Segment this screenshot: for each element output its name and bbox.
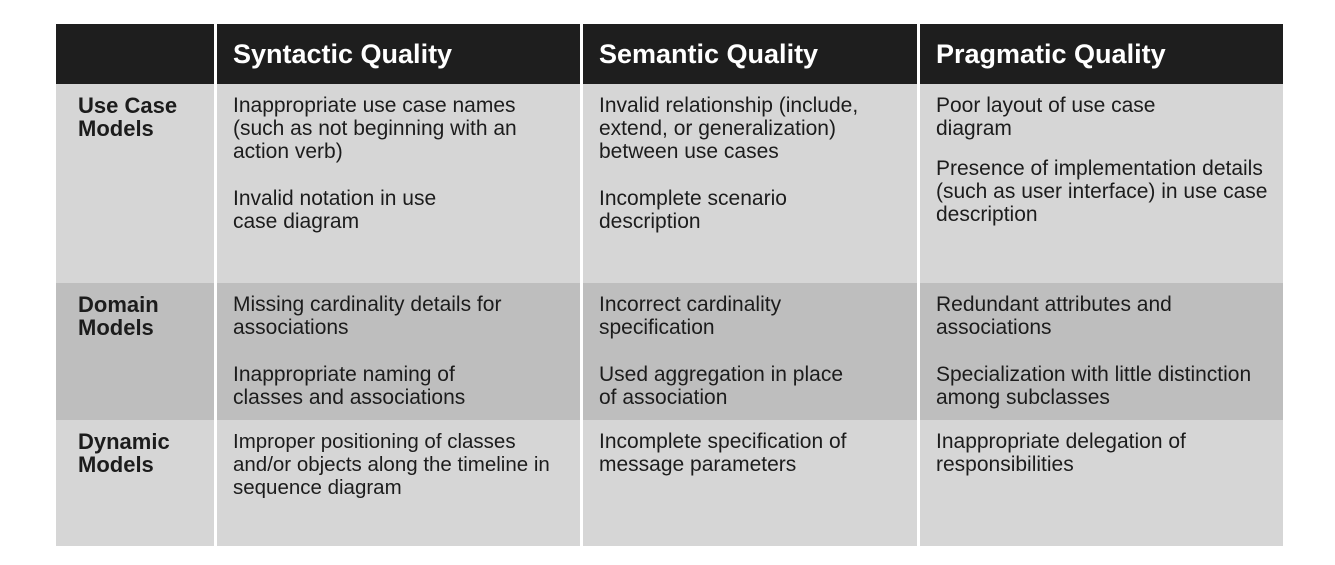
- row-label-line: Models: [78, 315, 154, 340]
- row-label-line: Domain: [78, 292, 159, 317]
- cell-dynamic-semantic: Incomplete specification of message para…: [580, 420, 917, 546]
- table-item: Incomplete specification of message para…: [599, 430, 847, 476]
- row-label-line: Models: [78, 452, 154, 477]
- row-label-line: Dynamic: [78, 429, 170, 454]
- header-semantic-quality: Semantic Quality: [580, 24, 917, 84]
- cell-dynamic-pragmatic: Inappropriate delegation of responsibili…: [917, 420, 1283, 546]
- table-item: Incorrect cardinality specification: [599, 293, 782, 339]
- cell-domain-pragmatic: Redundant attributes and associations Sp…: [917, 283, 1283, 420]
- table-item: Used aggregation in place of association: [599, 363, 844, 409]
- row-label-use-case-models: Use Case Models: [56, 84, 214, 283]
- quality-table: Syntactic Quality Semantic Quality Pragm…: [56, 24, 1283, 546]
- cell-domain-semantic: Incorrect cardinality specification Used…: [580, 283, 917, 420]
- cell-dynamic-syntactic: Improper positioning of classes and/or o…: [214, 420, 580, 546]
- table-item: Invalid relationship (include, extend, o…: [599, 94, 859, 163]
- row-label-line: Models: [78, 116, 154, 141]
- table-item: Incomplete scenario description: [599, 187, 787, 233]
- cell-use-case-pragmatic: Poor layout of use case diagram Presence…: [917, 84, 1283, 283]
- header-corner: [56, 24, 214, 84]
- header-syntactic-quality: Syntactic Quality: [214, 24, 580, 84]
- table-item: Inappropriate delegation of responsibili…: [936, 430, 1186, 476]
- cell-use-case-syntactic: Inappropriate use case names (such as no…: [214, 84, 580, 283]
- table-item: Redundant attributes and associations: [936, 293, 1172, 339]
- row-label-dynamic-models: Dynamic Models: [56, 420, 214, 546]
- table-item: Specialization with little distinction a…: [936, 363, 1252, 409]
- row-label-domain-models: Domain Models: [56, 283, 214, 420]
- table-item: Inappropriate naming of classes and asso…: [233, 363, 466, 409]
- header-pragmatic-quality: Pragmatic Quality: [917, 24, 1283, 84]
- table-item: Inappropriate use case names (such as no…: [233, 94, 517, 163]
- table-item: Presence of implementation details (such…: [936, 157, 1268, 226]
- table-item: Improper positioning of classes and/or o…: [233, 430, 550, 499]
- table-item: Invalid notation in use case diagram: [233, 187, 437, 233]
- table-item: Poor layout of use case diagram: [936, 94, 1156, 140]
- cell-use-case-semantic: Invalid relationship (include, extend, o…: [580, 84, 917, 283]
- row-label-line: Use Case: [78, 93, 178, 118]
- cell-domain-syntactic: Missing cardinality details for associat…: [214, 283, 580, 420]
- table-item: Missing cardinality details for associat…: [233, 293, 502, 339]
